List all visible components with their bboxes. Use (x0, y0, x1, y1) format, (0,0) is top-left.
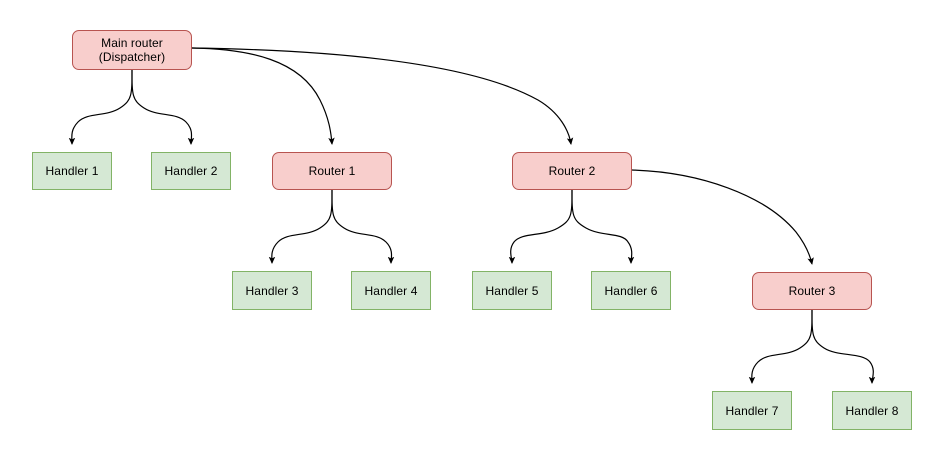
edge-router-3-to-handler-8 (811, 309, 876, 384)
node-router-3[interactable]: Router 3 (752, 272, 872, 310)
node-handler-8[interactable]: Handler 8 (832, 391, 912, 430)
node-handler-3[interactable]: Handler 3 (232, 271, 312, 310)
node-handler-2-label: Handler 2 (164, 164, 218, 178)
edge-router-2-to-handler-6 (571, 189, 635, 264)
node-router-1[interactable]: Router 1 (272, 152, 392, 190)
node-handler-1[interactable]: Handler 1 (32, 152, 112, 190)
node-handler-8-label: Handler 8 (845, 403, 899, 418)
edge-router-3-to-handler-7 (748, 309, 813, 384)
edge-router-1-to-handler-4 (331, 189, 395, 264)
node-router-1-label: Router 1 (308, 164, 356, 178)
node-handler-5-label: Handler 5 (485, 283, 539, 298)
node-handler-7-label: Handler 7 (725, 403, 779, 418)
node-handler-4[interactable]: Handler 4 (351, 271, 431, 310)
edge-main-to-router-1 (191, 47, 335, 145)
node-handler-4-label: Handler 4 (364, 283, 418, 298)
node-router-3-label: Router 3 (788, 284, 836, 298)
edge-main-to-router-2 (191, 47, 574, 145)
edge-router-2-to-router-3 (631, 169, 814, 265)
node-handler-6[interactable]: Handler 6 (591, 271, 671, 310)
node-router-2[interactable]: Router 2 (512, 152, 632, 190)
node-main-router[interactable]: Main router (Dispatcher) (72, 30, 192, 70)
node-handler-6-label: Handler 6 (604, 283, 658, 298)
node-main-router-label: Main router (Dispatcher) (98, 36, 166, 64)
node-handler-2[interactable]: Handler 2 (151, 152, 231, 190)
node-router-2-label: Router 2 (548, 164, 596, 178)
edge-main-to-handler-1 (68, 69, 133, 145)
node-handler-7[interactable]: Handler 7 (712, 391, 792, 430)
edge-router-1-to-handler-3 (268, 189, 333, 264)
node-handler-5[interactable]: Handler 5 (472, 271, 552, 310)
edge-router-2-to-handler-5 (508, 189, 573, 264)
edge-main-to-handler-2 (131, 69, 195, 145)
node-handler-3-label: Handler 3 (245, 283, 299, 298)
node-handler-1-label: Handler 1 (45, 164, 99, 178)
